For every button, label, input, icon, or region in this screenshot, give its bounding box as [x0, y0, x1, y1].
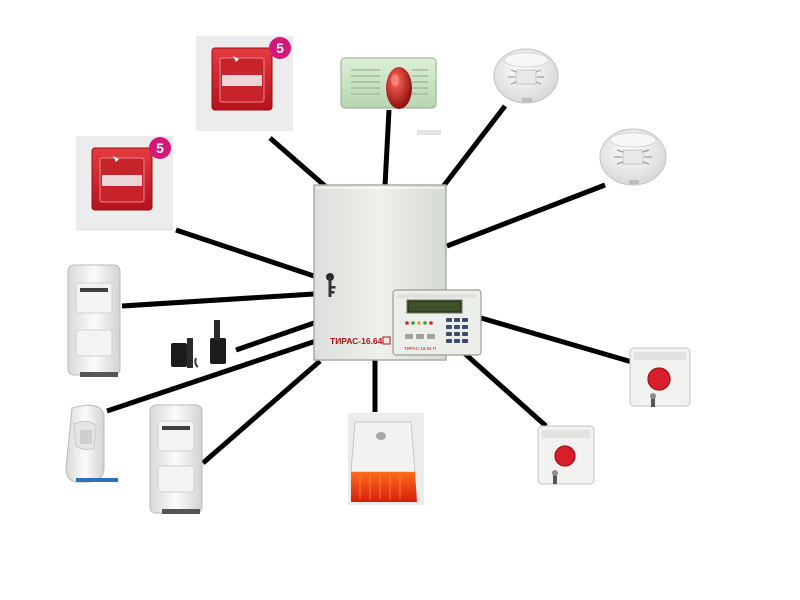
five-year-badge-1: 5 [269, 37, 291, 59]
function-buttons [405, 334, 435, 339]
wire-motion-sensor-1 [121, 291, 315, 309]
panic-button-icon [629, 347, 691, 407]
wire-manual-call-point-2 [175, 227, 315, 279]
fire-alarm-button-icon [233, 56, 239, 62]
wire-smoke-detector-1 [440, 104, 507, 190]
key-lock-icon [326, 273, 336, 297]
keypad-unit: ТИРАС-16.64 П [392, 289, 482, 356]
status-leds [405, 321, 433, 325]
manual-call-point-2: 5 [76, 136, 173, 231]
keypad-buttons [446, 318, 468, 343]
manual-call-point-1: 5 [196, 36, 293, 131]
smoke-detector-icon [493, 48, 559, 104]
wire-motion-sensor-3 [201, 359, 322, 465]
strobe-siren-white [348, 413, 424, 505]
motion-sensor-1 [67, 264, 121, 377]
svg-text:5: 5 [276, 40, 284, 56]
pir-sensor-icon [149, 404, 203, 514]
wire-magnetic-contact [235, 320, 315, 353]
strobe-siren-green [340, 57, 441, 135]
keypad-model-label: ТИРАС-16.64 П [404, 346, 436, 351]
panic-button-icon [537, 425, 595, 485]
panic-button-1 [629, 347, 691, 407]
magnetic-contact-icon [171, 320, 226, 368]
wire-motion-sensor-2 [106, 338, 317, 414]
siren-icon [386, 67, 412, 109]
pir-sensor-icon [67, 264, 121, 377]
wire-manual-call-point-1 [268, 136, 327, 188]
svg-text:5: 5 [156, 140, 164, 156]
wire-siren-green [382, 109, 392, 187]
siren-icon [350, 421, 417, 502]
five-year-badge-2: 5 [149, 137, 171, 159]
panel-model-label: ТИРАС-16.64 [330, 336, 383, 346]
motion-sensor-2 [65, 404, 118, 483]
wires [106, 104, 633, 465]
fire-alarm-button-icon [113, 156, 119, 162]
motion-sensor-3 [149, 404, 203, 514]
pir-sensor-icon [65, 404, 118, 483]
panic-button-2 [537, 425, 595, 485]
smoke-detector-1 [493, 48, 559, 104]
smoke-detector-icon [599, 128, 667, 186]
wire-panic-button-1 [480, 315, 633, 365]
magnetic-contact [171, 320, 226, 368]
wire-panic-button-2 [461, 350, 548, 428]
smoke-detector-2 [599, 128, 667, 186]
wire-smoke-detector-2 [446, 182, 606, 249]
